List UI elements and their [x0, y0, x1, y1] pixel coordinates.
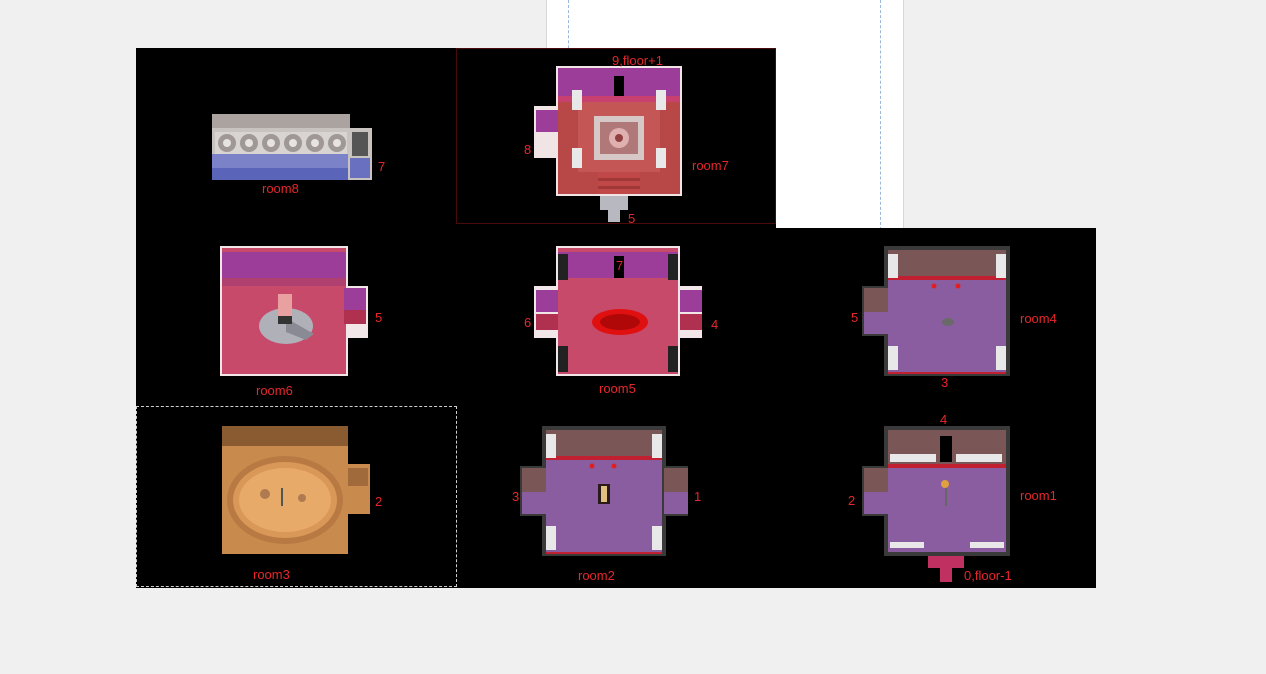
room4-exit-west: 5: [851, 311, 858, 325]
room4-exit-south: 3: [941, 376, 948, 390]
room3-label: room3: [253, 568, 290, 582]
room4-tile: [862, 246, 1012, 378]
room7-tile: [534, 66, 684, 222]
room5-exit-west: 6: [524, 316, 531, 330]
room7-label: room7: [692, 159, 729, 173]
room7-exit-west: 8: [524, 143, 531, 157]
room8-label: room8: [262, 182, 299, 196]
room7-top-exit-label: 9,floor+1: [612, 54, 663, 68]
room1-tile: [862, 426, 1012, 586]
room2-exit-east: 1: [694, 490, 701, 504]
room2-label: room2: [578, 569, 615, 583]
room3-tile: [220, 424, 372, 556]
room1-exit-down-label: 0,floor-1: [964, 569, 1012, 583]
page-guide-right: [880, 0, 881, 230]
room1-exit-west: 2: [848, 494, 855, 508]
room5-label: room5: [599, 382, 636, 396]
room2-tile: [520, 426, 690, 558]
room1-exit-north: 4: [940, 413, 947, 427]
room4-label: room4: [1020, 312, 1057, 326]
room5-exit-north: 7: [616, 259, 623, 273]
room1-label: room1: [1020, 489, 1057, 503]
room6-label: room6: [256, 384, 293, 398]
room6-exit-east: 5: [375, 311, 382, 325]
room8-exit-east: 7: [378, 160, 385, 174]
room5-exit-east: 4: [711, 318, 718, 332]
room2-exit-west: 3: [512, 490, 519, 504]
room8-tile: [212, 114, 372, 184]
room3-exit-east: 2: [375, 495, 382, 509]
room7-exit-south: 5: [628, 212, 635, 226]
room6-tile: [220, 246, 372, 378]
